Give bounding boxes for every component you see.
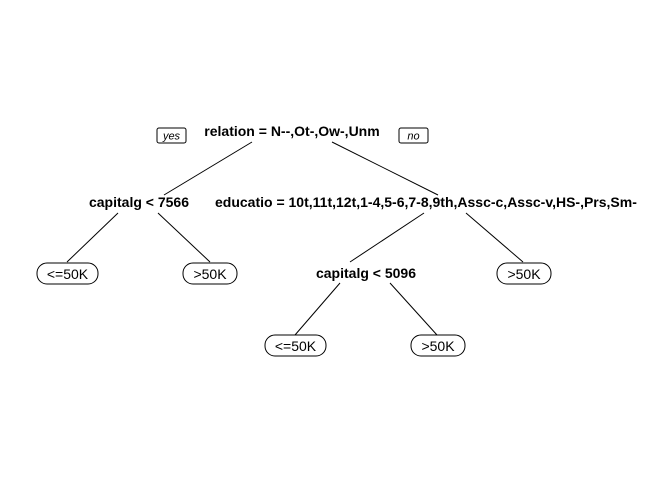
svg-text:>50K: >50K (193, 266, 227, 282)
branch-root-left (163, 141, 253, 196)
branch-inner-leaf2 (389, 282, 438, 336)
leaf-right: >50K (496, 262, 552, 285)
right-split-label: educatio = 10t,11t,12t,1-4,5-6,7-8,9th,A… (215, 194, 637, 210)
svg-text:>50K: >50K (421, 338, 455, 354)
root-split-label: relation = N--,Ot-,Ow-,Unm (204, 123, 379, 139)
branch-root-right (331, 141, 439, 196)
leaf-left-2: >50K (182, 262, 238, 285)
branch-right-inner (349, 212, 425, 263)
left-split-label: capitalg < 7566 (89, 194, 189, 210)
leaf-inner-2: >50K (410, 334, 466, 357)
edge-label-yes: yes (156, 127, 187, 144)
leaf-left-1: <=50K (36, 262, 99, 285)
inner-split-label: capitalg < 5096 (316, 265, 416, 281)
leaf-inner-1: <=50K (264, 334, 327, 357)
edge-label-no: no (398, 127, 429, 144)
branch-inner-leaf1 (294, 282, 341, 336)
svg-text:<=50K: <=50K (275, 338, 317, 354)
branch-right-leaf (465, 212, 524, 263)
svg-text:yes: yes (162, 131, 181, 143)
svg-text:<=50K: <=50K (47, 266, 89, 282)
svg-text:>50K: >50K (507, 266, 541, 282)
branch-left-leaf2 (157, 212, 211, 263)
branch-left-leaf1 (66, 212, 119, 263)
svg-text:no: no (407, 131, 419, 143)
